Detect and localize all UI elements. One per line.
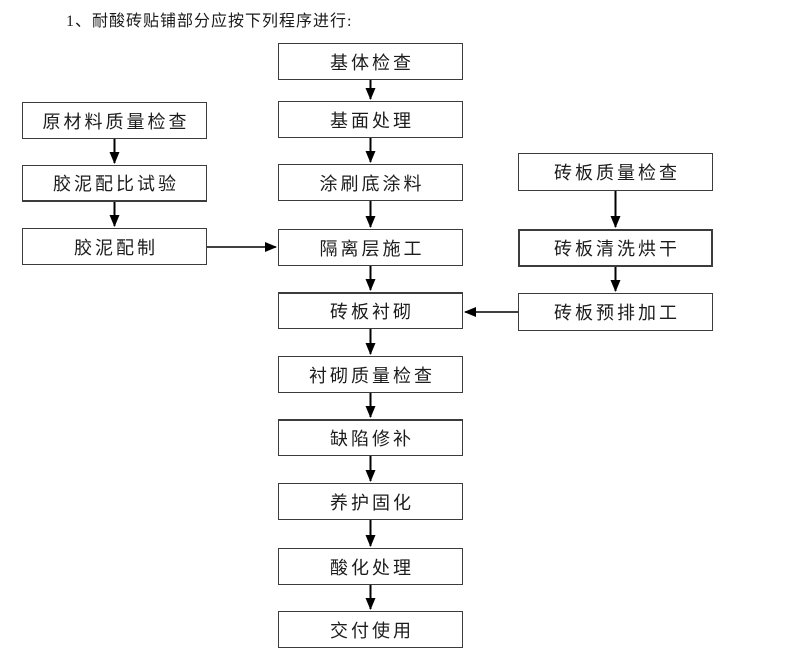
flow-node-brick-cleaning-drying: 砖板清洗烘干: [518, 229, 713, 267]
flow-node-brick-lining: 砖板衬砌: [278, 292, 463, 329]
flow-node-raw-material-quality-inspection: 原材料质量检查: [22, 102, 207, 139]
flow-node-delivery: 交付使用: [278, 611, 463, 648]
flow-node-base-body-inspection: 基体检查: [278, 43, 463, 80]
flow-node-lining-quality-inspection: 衬砌质量检查: [278, 356, 463, 393]
flow-node-brick-pre-arrangement: 砖板预排加工: [518, 293, 713, 331]
flow-node-mortar-preparation: 胶泥配制: [22, 228, 207, 265]
flow-node-apply-primer: 涂刷底涂料: [278, 164, 463, 201]
flow-node-brick-quality-inspection: 砖板质量检查: [518, 153, 713, 191]
flow-node-curing: 养护固化: [278, 483, 463, 520]
flow-node-base-surface-treatment: 基面处理: [278, 101, 463, 138]
flow-node-defect-repair: 缺陷修补: [278, 419, 463, 456]
flow-node-isolation-layer: 隔离层施工: [278, 229, 463, 266]
flow-node-acidification-treatment: 酸化处理: [278, 548, 463, 585]
flow-node-mortar-ratio-test: 胶泥配比试验: [22, 165, 207, 202]
page-title: 1、耐酸砖贴铺部分应按下列程序进行:: [66, 13, 353, 30]
